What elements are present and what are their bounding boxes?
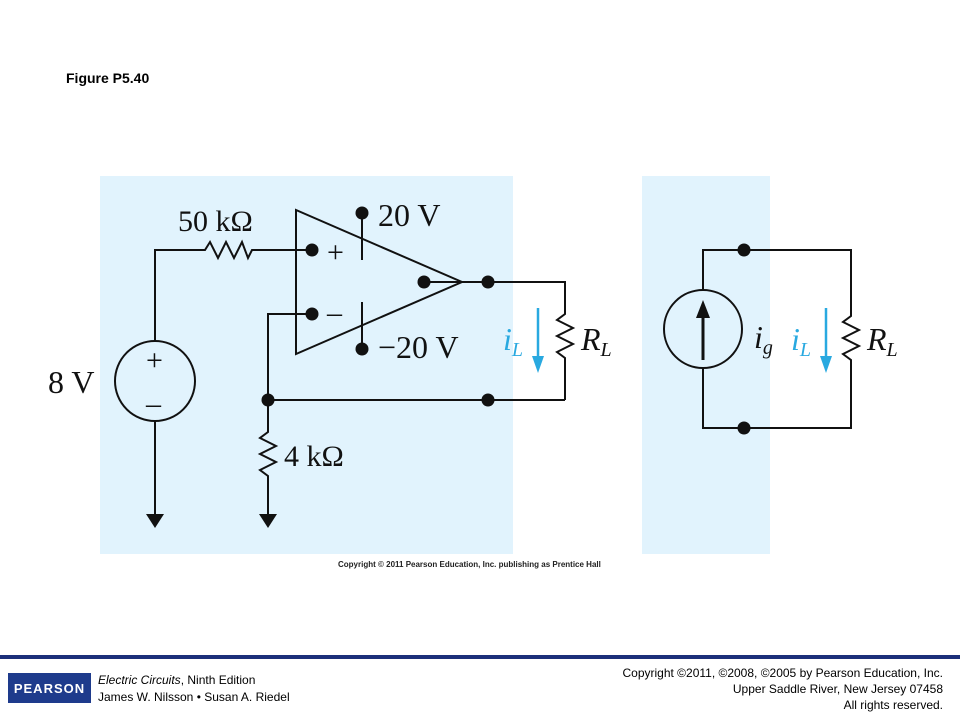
footer-divider [0,655,960,659]
node-terminal-top [481,275,495,289]
voltage-source [114,340,196,422]
book-authors: James W. Nilsson • Susan A. Riedel [98,690,290,704]
label-load-current-main: iL [503,321,523,361]
node-equiv-top [737,243,751,257]
label-supply-negative: −20 V [378,329,459,365]
label-input-resistor: 50 kΩ [178,205,253,238]
label-load-current-equiv: iL [791,321,811,361]
wire-source-to-resistor [154,249,200,342]
circuit-diagram: 50 kΩ + – 20 V −20 V 8 V + – 4 kΩ RL RL … [48,176,898,554]
book-info: Electric Circuits, Ninth Edition James W… [98,672,290,706]
node-terminal-bottom [481,393,495,407]
left-panel-bg [100,176,513,554]
node-feedback [261,393,275,407]
label-source-minus: – [145,387,162,420]
resistor-50k [200,239,258,261]
wire-equiv-bottom [702,364,852,429]
op-amp [295,208,465,356]
wire-equiv-top [702,249,852,312]
node-supply-pos [355,206,369,220]
pearson-logo: PEARSON [8,673,91,703]
figure-title: Figure P5.40 [66,70,150,86]
current-source [663,289,743,369]
ground-arrow-4k [259,514,277,528]
book-edition: , Ninth Edition [180,673,256,687]
copyright-line: All rights reserved. [843,698,943,712]
node-opamp-output [417,275,431,289]
label-source-voltage: 8 V [48,364,95,400]
label-source-plus: + [146,344,163,377]
label-supply-positive: 20 V [378,197,441,233]
label-opamp-plus: + [327,236,344,269]
book-title-line: Electric Circuits, Ninth Edition [98,672,290,689]
ground-arrow-source [146,514,164,528]
current-arrow-equiv [820,356,832,373]
node-plus-input [305,243,319,257]
resistor-rl-equiv [840,312,862,364]
node-equiv-bottom [737,421,751,435]
wire-minus-feedback [267,313,312,400]
resistor-4k [257,428,279,480]
current-arrow-main [532,356,544,373]
book-title: Electric Circuits [98,673,181,687]
label-load-resistor-equiv: RL [866,321,898,361]
footer-copyright: Copyright ©2011, ©2008, ©2005 by Pearson… [622,665,943,713]
node-minus-input [305,307,319,321]
copyright-line: Upper Saddle River, New Jersey 07458 [732,682,943,696]
wire-load-top [488,281,566,310]
label-ground-resistor: 4 kΩ [284,440,344,473]
copyright-line: Copyright ©2011, ©2008, ©2005 by Pearson… [622,666,943,680]
label-load-resistor-main: RL [580,321,612,361]
label-norton-current: ig [754,319,773,359]
node-supply-neg [355,342,369,356]
right-panel-bg [642,176,770,554]
publisher-copyright: Copyright © 2011 Pearson Education, Inc.… [338,560,601,569]
label-opamp-minus: – [326,296,343,329]
current-source-arrow [696,300,710,318]
resistor-rl-main [554,310,576,362]
